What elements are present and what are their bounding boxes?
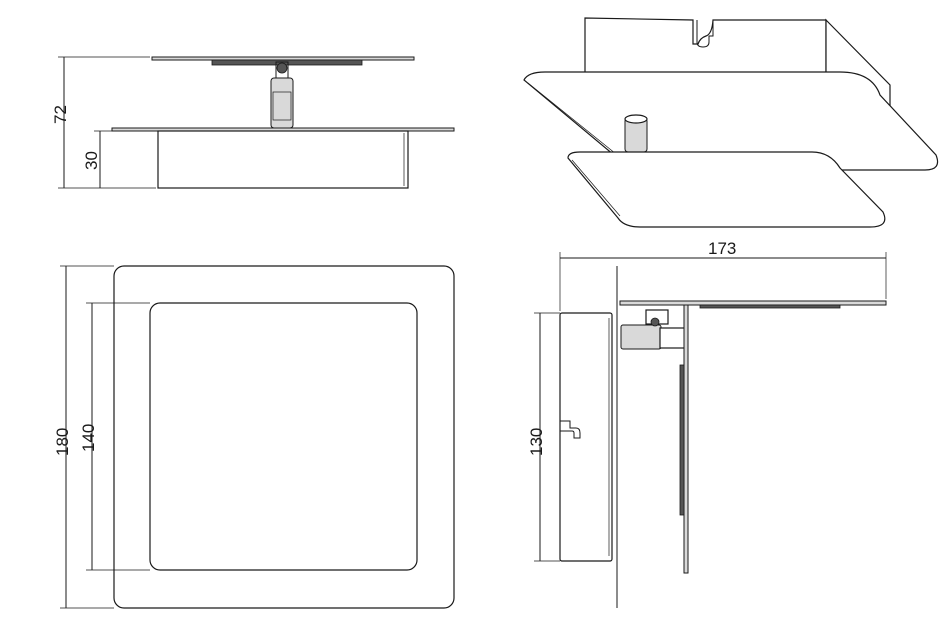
dim-30-label: 30: [82, 151, 101, 170]
dim-140: 140: [79, 302, 150, 571]
dim-173: 173: [559, 239, 887, 311]
dim-72-label: 72: [51, 105, 70, 124]
dim-140-label: 140: [79, 424, 98, 452]
front-upper-plate: [151, 56, 415, 61]
dim-180: 180: [53, 265, 114, 609]
iso-box-front: [584, 17, 827, 74]
front-view: 72 30: [51, 56, 455, 189]
front-arm: [270, 77, 294, 129]
side-keyhole: [560, 420, 581, 439]
iso-view: [523, 17, 939, 228]
dim-130: 130: [527, 312, 560, 562]
iso-lower-plate: [567, 151, 886, 228]
side-vertical-plate: [683, 304, 689, 574]
side-led-strip: [679, 364, 685, 516]
top-inner-plate: [149, 302, 418, 571]
dim-180-label: 180: [53, 428, 72, 456]
dim-130-label: 130: [527, 428, 546, 456]
dim-173-label: 173: [708, 239, 736, 258]
side-horizontal-plate: [619, 300, 887, 306]
top-view: 180 140: [53, 265, 455, 609]
front-base: [157, 130, 409, 189]
side-view: 173 130: [527, 239, 887, 608]
side-box: [559, 312, 613, 562]
dim-72: 72: [51, 56, 156, 189]
side-arm: [620, 324, 662, 350]
front-joint: [276, 62, 288, 74]
dim-30: 30: [82, 130, 158, 188]
